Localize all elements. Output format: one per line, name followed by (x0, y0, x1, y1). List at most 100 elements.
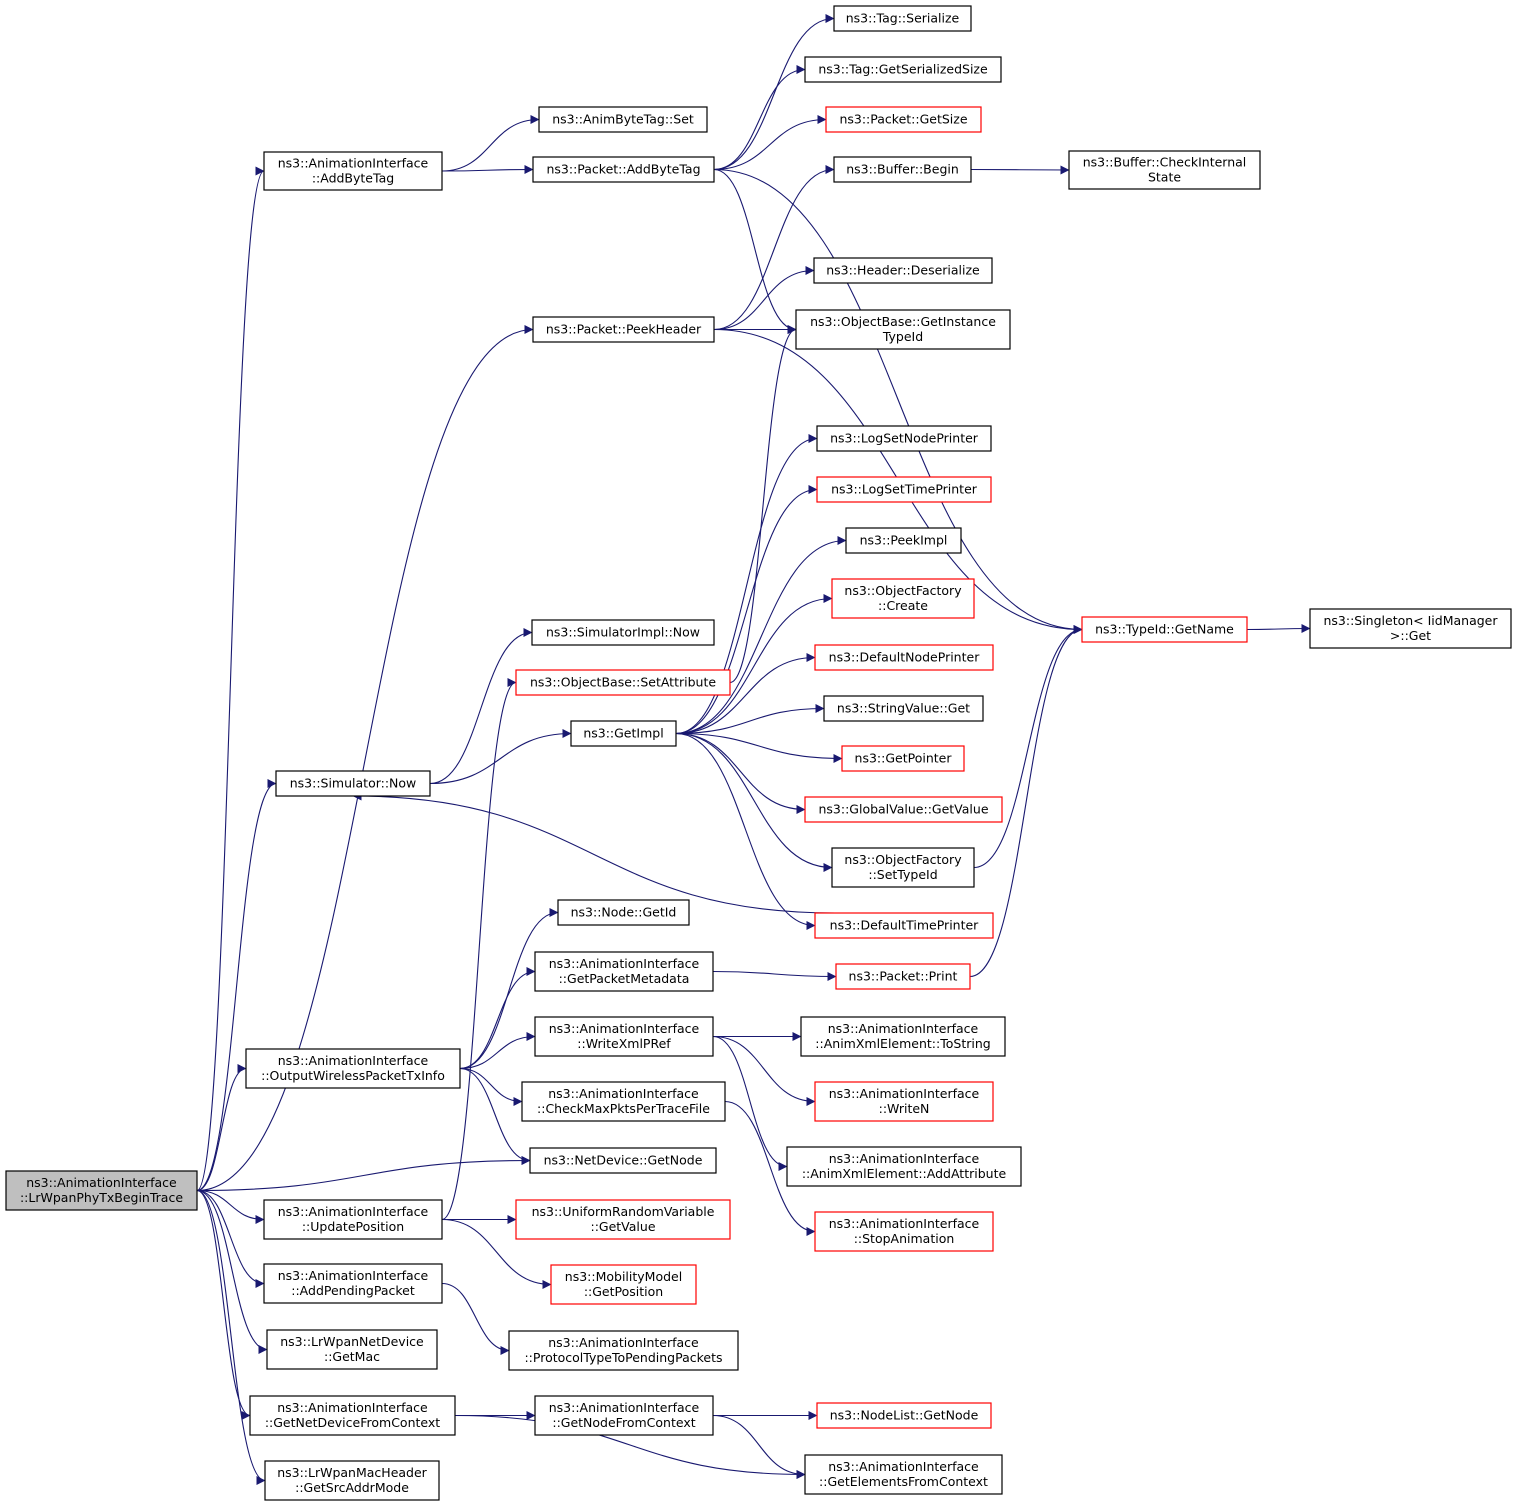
node-label: ns3::NodeList::GetNode (830, 1408, 979, 1423)
edge-simulatorNow-to-simulatorImplNow (429, 628, 533, 785)
node-label: ns3::AnimationInterface (278, 1204, 429, 1219)
node-label: ns3::ObjectBase::GetInstance (810, 314, 996, 329)
graph-node-getNetDeviceFromContext[interactable]: ns3::AnimationInterface::GetNetDeviceFro… (249, 1395, 456, 1436)
graph-node-nodeListGetNode[interactable]: ns3::NodeList::GetNode (816, 1402, 992, 1429)
graph-node-packetPrint[interactable]: ns3::Packet::Print (835, 963, 971, 990)
edge-getImpl-to-getPointer (675, 732, 843, 763)
edge-objectBaseSetAttribute-to-objectBaseGetInstanceTypeId (729, 325, 797, 684)
graph-node-defaultTimePrinter[interactable]: ns3::DefaultTimePrinter (814, 912, 994, 939)
node-box (515, 1199, 731, 1240)
graph-node-headerDeserialize[interactable]: ns3::Header::Deserialize (813, 257, 993, 284)
node-box (534, 1016, 714, 1057)
node-label: ns3::Packet::PeekHeader (546, 322, 702, 337)
node-label: ns3::TypeId::GetName (1095, 622, 1234, 637)
graph-node-getImpl[interactable]: ns3::GetImpl (570, 720, 677, 747)
node-box (804, 796, 1003, 823)
graph-node-getPacketMetadata[interactable]: ns3::AnimationInterface::GetPacketMetada… (534, 951, 714, 992)
graph-node-stopAnimation[interactable]: ns3::AnimationInterface::StopAnimation (814, 1211, 994, 1252)
edge-layer (196, 14, 1311, 1485)
node-box (521, 1081, 726, 1122)
graph-node-writeXmlPRef[interactable]: ns3::AnimationInterface::WriteXmlPRef (534, 1016, 714, 1057)
graph-node-protocolTypeToPending[interactable]: ns3::AnimationInterface::ProtocolTypeToP… (508, 1330, 739, 1371)
graph-node-mobilityGetPosition[interactable]: ns3::MobilityModel::GetPosition (550, 1264, 697, 1305)
edge-getImpl-to-globalValueGetValue (675, 732, 806, 814)
edge-addByteTagAI-to-animByteTagSet (441, 115, 540, 172)
edge-packetPeekHeader-to-headerDeserialize (713, 266, 815, 331)
graph-node-getNodeFromContext[interactable]: ns3::AnimationInterface::GetNodeFromCont… (534, 1395, 714, 1436)
edge-getNetDeviceFromContext-to-getElementsFromContext (454, 1414, 806, 1479)
graph-node-uniformRandomGetValue[interactable]: ns3::UniformRandomVariable::GetValue (515, 1199, 731, 1240)
node-label: ::UpdatePosition (302, 1219, 404, 1234)
graph-node-lrwpanGetMac[interactable]: ns3::LrWpanNetDevice::GetMac (266, 1329, 438, 1370)
graph-node-globalValueGetValue[interactable]: ns3::GlobalValue::GetValue (804, 796, 1003, 823)
graph-node-writeN[interactable]: ns3::AnimationInterface::WriteN (814, 1081, 994, 1122)
node-label: ::GetMac (324, 1349, 380, 1364)
edge-addByteTagAI-to-packetAddByteTag (441, 165, 534, 175)
graph-node-objectFactorySetTypeId[interactable]: ns3::ObjectFactory::SetTypeId (831, 847, 975, 888)
graph-node-simulatorImplNow[interactable]: ns3::SimulatorImpl::Now (531, 619, 715, 646)
graph-node-tagSerialize[interactable]: ns3::Tag::Serialize (833, 5, 972, 32)
node-label: ns3::AnimationInterface (549, 956, 700, 971)
graph-node-outputWirelessPacketTxInfo[interactable]: ns3::AnimationInterface::OutputWirelessP… (245, 1048, 461, 1089)
node-label: ns3::AnimationInterface (549, 1400, 700, 1415)
node-label: ns3::AnimationInterface (828, 1021, 979, 1036)
graph-node-animXmlAddAttribute[interactable]: ns3::AnimationInterface::AnimXmlElement:… (786, 1146, 1022, 1187)
node-box (823, 695, 984, 722)
graph-node-tagGetSerializedSize[interactable]: ns3::Tag::GetSerializedSize (804, 56, 1002, 83)
graph-node-typeIdGetName[interactable]: ns3::TypeId::GetName (1081, 616, 1248, 643)
graph-node-defaultNodePrinter[interactable]: ns3::DefaultNodePrinter (814, 644, 994, 671)
graph-node-checkMaxPkts[interactable]: ns3::AnimationInterface::CheckMaxPktsPer… (521, 1081, 726, 1122)
node-box (263, 1199, 443, 1240)
graph-node-peekImpl[interactable]: ns3::PeekImpl (845, 527, 962, 554)
node-box (816, 476, 992, 503)
edge-root-to-lrwpanGetSrcAddrMode (196, 1189, 266, 1485)
graph-node-updatePosition[interactable]: ns3::AnimationInterface::UpdatePosition (263, 1199, 443, 1240)
edge-getImpl-to-objectFactoryCreate (675, 594, 833, 735)
graph-node-stringValueGet[interactable]: ns3::StringValue::Get (823, 695, 984, 722)
node-label: ns3::Packet::Print (849, 969, 958, 984)
graph-node-nodeGetId[interactable]: ns3::Node::GetId (557, 899, 690, 926)
node-label: ns3::AnimationInterface (278, 156, 429, 171)
node-label: ::OutputWirelessPacketTxInfo (261, 1068, 445, 1083)
graph-node-bufferBegin[interactable]: ns3::Buffer::Begin (833, 156, 972, 183)
node-box (570, 720, 677, 747)
graph-node-packetAddByteTag[interactable]: ns3::Packet::AddByteTag (532, 156, 715, 183)
node-label: ::LrWpanPhyTxBeginTrace (20, 1190, 183, 1205)
graph-node-simulatorNow[interactable]: ns3::Simulator::Now (275, 770, 431, 797)
edge-getImpl-to-objectFactorySetTypeId (675, 732, 833, 872)
graph-node-animByteTagSet[interactable]: ns3::AnimByteTag::Set (538, 106, 708, 133)
node-label: ns3::AnimationInterface (828, 1459, 979, 1474)
node-label: ns3::DefaultNodePrinter (829, 650, 981, 665)
node-label: ns3::Tag::Serialize (846, 11, 960, 26)
graph-node-logSetNodePrinter[interactable]: ns3::LogSetNodePrinter (816, 425, 992, 452)
graph-node-animXmlToString[interactable]: ns3::AnimationInterface::AnimXmlElement:… (800, 1016, 1006, 1057)
graph-node-getPointer[interactable]: ns3::GetPointer (841, 745, 965, 772)
graph-node-packetPeekHeader[interactable]: ns3::Packet::PeekHeader (532, 316, 715, 343)
node-label: ::GetSrcAddrMode (295, 1480, 409, 1495)
graph-node-packetGetSize[interactable]: ns3::Packet::GetSize (825, 106, 982, 133)
graph-node-getElementsFromContext[interactable]: ns3::AnimationInterface::GetElementsFrom… (804, 1454, 1003, 1495)
graph-node-objectFactoryCreate[interactable]: ns3::ObjectFactory::Create (831, 578, 975, 619)
graph-node-netDeviceGetNode[interactable]: ns3::NetDevice::GetNode (529, 1147, 717, 1174)
node-label: ::GetElementsFromContext (819, 1474, 988, 1489)
graph-node-root[interactable]: ns3::AnimationInterface::LrWpanPhyTxBegi… (5, 1170, 198, 1211)
graph-node-logSetTimePrinter[interactable]: ns3::LogSetTimePrinter (816, 476, 992, 503)
node-box (557, 899, 690, 926)
edge-outputWirelessPacketTxInfo-to-getPacketMetadata (459, 967, 536, 1070)
graph-node-addByteTagAI[interactable]: ns3::AnimationInterface::AddByteTag (263, 151, 443, 191)
graph-node-objectBaseSetAttribute[interactable]: ns3::ObjectBase::SetAttribute (515, 669, 731, 696)
graph-node-addPendingPacket[interactable]: ns3::AnimationInterface::AddPendingPacke… (263, 1263, 443, 1304)
node-label: ns3::ObjectFactory (844, 583, 962, 598)
node-box (550, 1264, 697, 1305)
node-label: ::AnimXmlElement::ToString (815, 1036, 990, 1051)
node-label: ns3::Packet::AddByteTag (546, 162, 700, 177)
node-label: ns3::Buffer::Begin (846, 162, 959, 177)
graph-node-singletonGet[interactable]: ns3::Singleton< IidManager >::Get (1309, 608, 1512, 649)
node-label: ns3::AnimByteTag::Set (552, 112, 694, 127)
node-box (845, 527, 962, 554)
edge-packetAddByteTag-to-packetGetSize (713, 115, 827, 171)
graph-node-lrwpanGetSrcAddrMode[interactable]: ns3::LrWpanMacHeader::GetSrcAddrMode (264, 1460, 440, 1501)
node-label: ::AnimXmlElement::AddAttribute (802, 1166, 1007, 1181)
